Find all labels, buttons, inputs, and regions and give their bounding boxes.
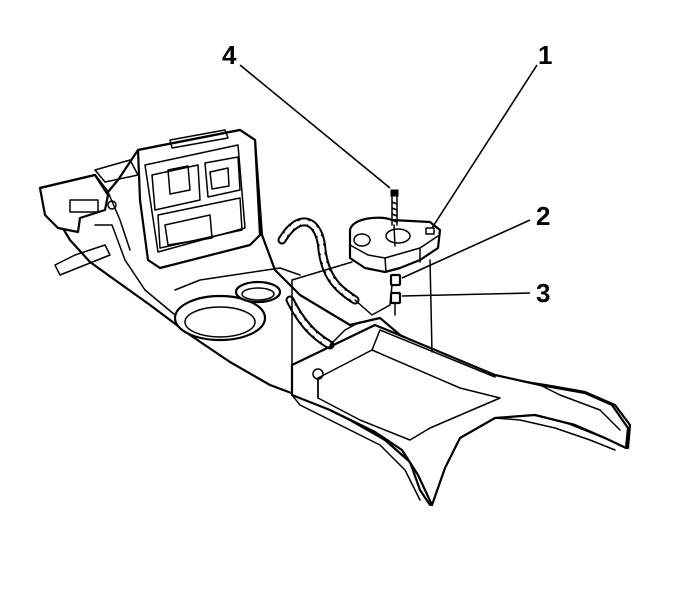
callout-4: 4	[222, 40, 237, 70]
leader-4	[239, 64, 391, 189]
callout-2: 2	[536, 201, 550, 231]
leader-lines	[239, 64, 538, 297]
screw	[390, 189, 399, 247]
leader-2	[401, 219, 531, 279]
callout-labels: 4 1 2 3	[222, 40, 552, 308]
connector-lower	[389, 291, 402, 316]
center-console	[38, 128, 632, 507]
connector-upper	[389, 273, 402, 287]
leader-3	[401, 292, 531, 297]
callout-1: 1	[538, 40, 552, 70]
leader-1	[431, 64, 538, 229]
callout-3: 3	[536, 278, 550, 308]
cutaway-panel	[291, 259, 433, 366]
